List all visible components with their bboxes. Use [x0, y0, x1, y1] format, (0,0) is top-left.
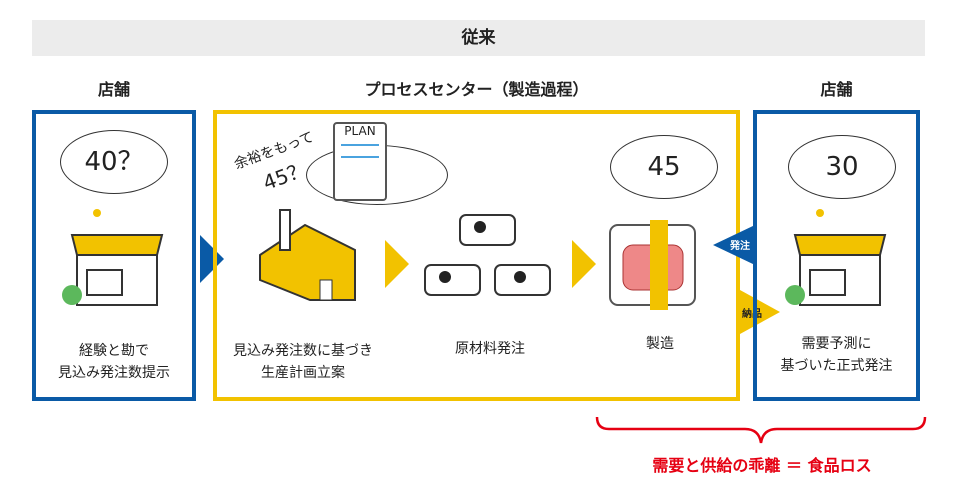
order-label: 発注: [730, 241, 750, 252]
delivery-arrow: [740, 290, 780, 334]
left-store-label: 店舗: [97, 80, 130, 99]
cattle-icon: [424, 214, 551, 296]
plan-clipboard-icon: PLAN: [333, 122, 387, 201]
caption-line: 基づいた正式発注: [780, 358, 893, 374]
header-bar: 従来: [32, 20, 925, 56]
food-loss-text: 需要と供給の乖離 ＝ 食品ロス: [652, 456, 872, 475]
right-store-bubble: 30: [788, 135, 896, 199]
step1-caption: 見込み発注数に基づき生産計画立案: [218, 340, 388, 384]
flow-arrow: [572, 240, 596, 288]
plan-label: PLAN: [344, 124, 376, 138]
caption-line: 経験と勘で: [79, 343, 149, 359]
right-store-box: [753, 110, 920, 401]
left-store-caption: 経験と勘で見込み発注数提示: [32, 340, 196, 384]
order-arrow: [713, 225, 755, 265]
left-store-bubble: 40？: [60, 130, 168, 194]
factory-icon: [259, 209, 356, 301]
caption-line: 需要予測に: [801, 336, 872, 352]
delivery-label: 納品: [742, 309, 762, 320]
packaged-meat-icon: [609, 220, 696, 310]
right-store-caption: 需要予測に基づいた正式発注: [753, 333, 920, 377]
flow-arrow: [200, 235, 224, 283]
manufacture-bubble: 45: [610, 135, 718, 199]
caption-line: 見込み発注数に基づき: [233, 343, 373, 359]
caption-line: 生産計画立案: [261, 365, 345, 381]
caption-line: 見込み発注数提示: [58, 365, 170, 381]
store-icon: [62, 209, 164, 306]
left-store-box: [32, 110, 196, 401]
red-brace: [595, 416, 927, 444]
step2-caption: 原材料発注: [455, 341, 525, 357]
process-center-label: プロセスセンター（製造過程）: [364, 80, 589, 99]
step3-caption: 製造: [646, 336, 674, 352]
flow-arrow: [385, 240, 409, 288]
right-store-label: 店舗: [820, 80, 853, 99]
store-icon: [785, 209, 887, 306]
